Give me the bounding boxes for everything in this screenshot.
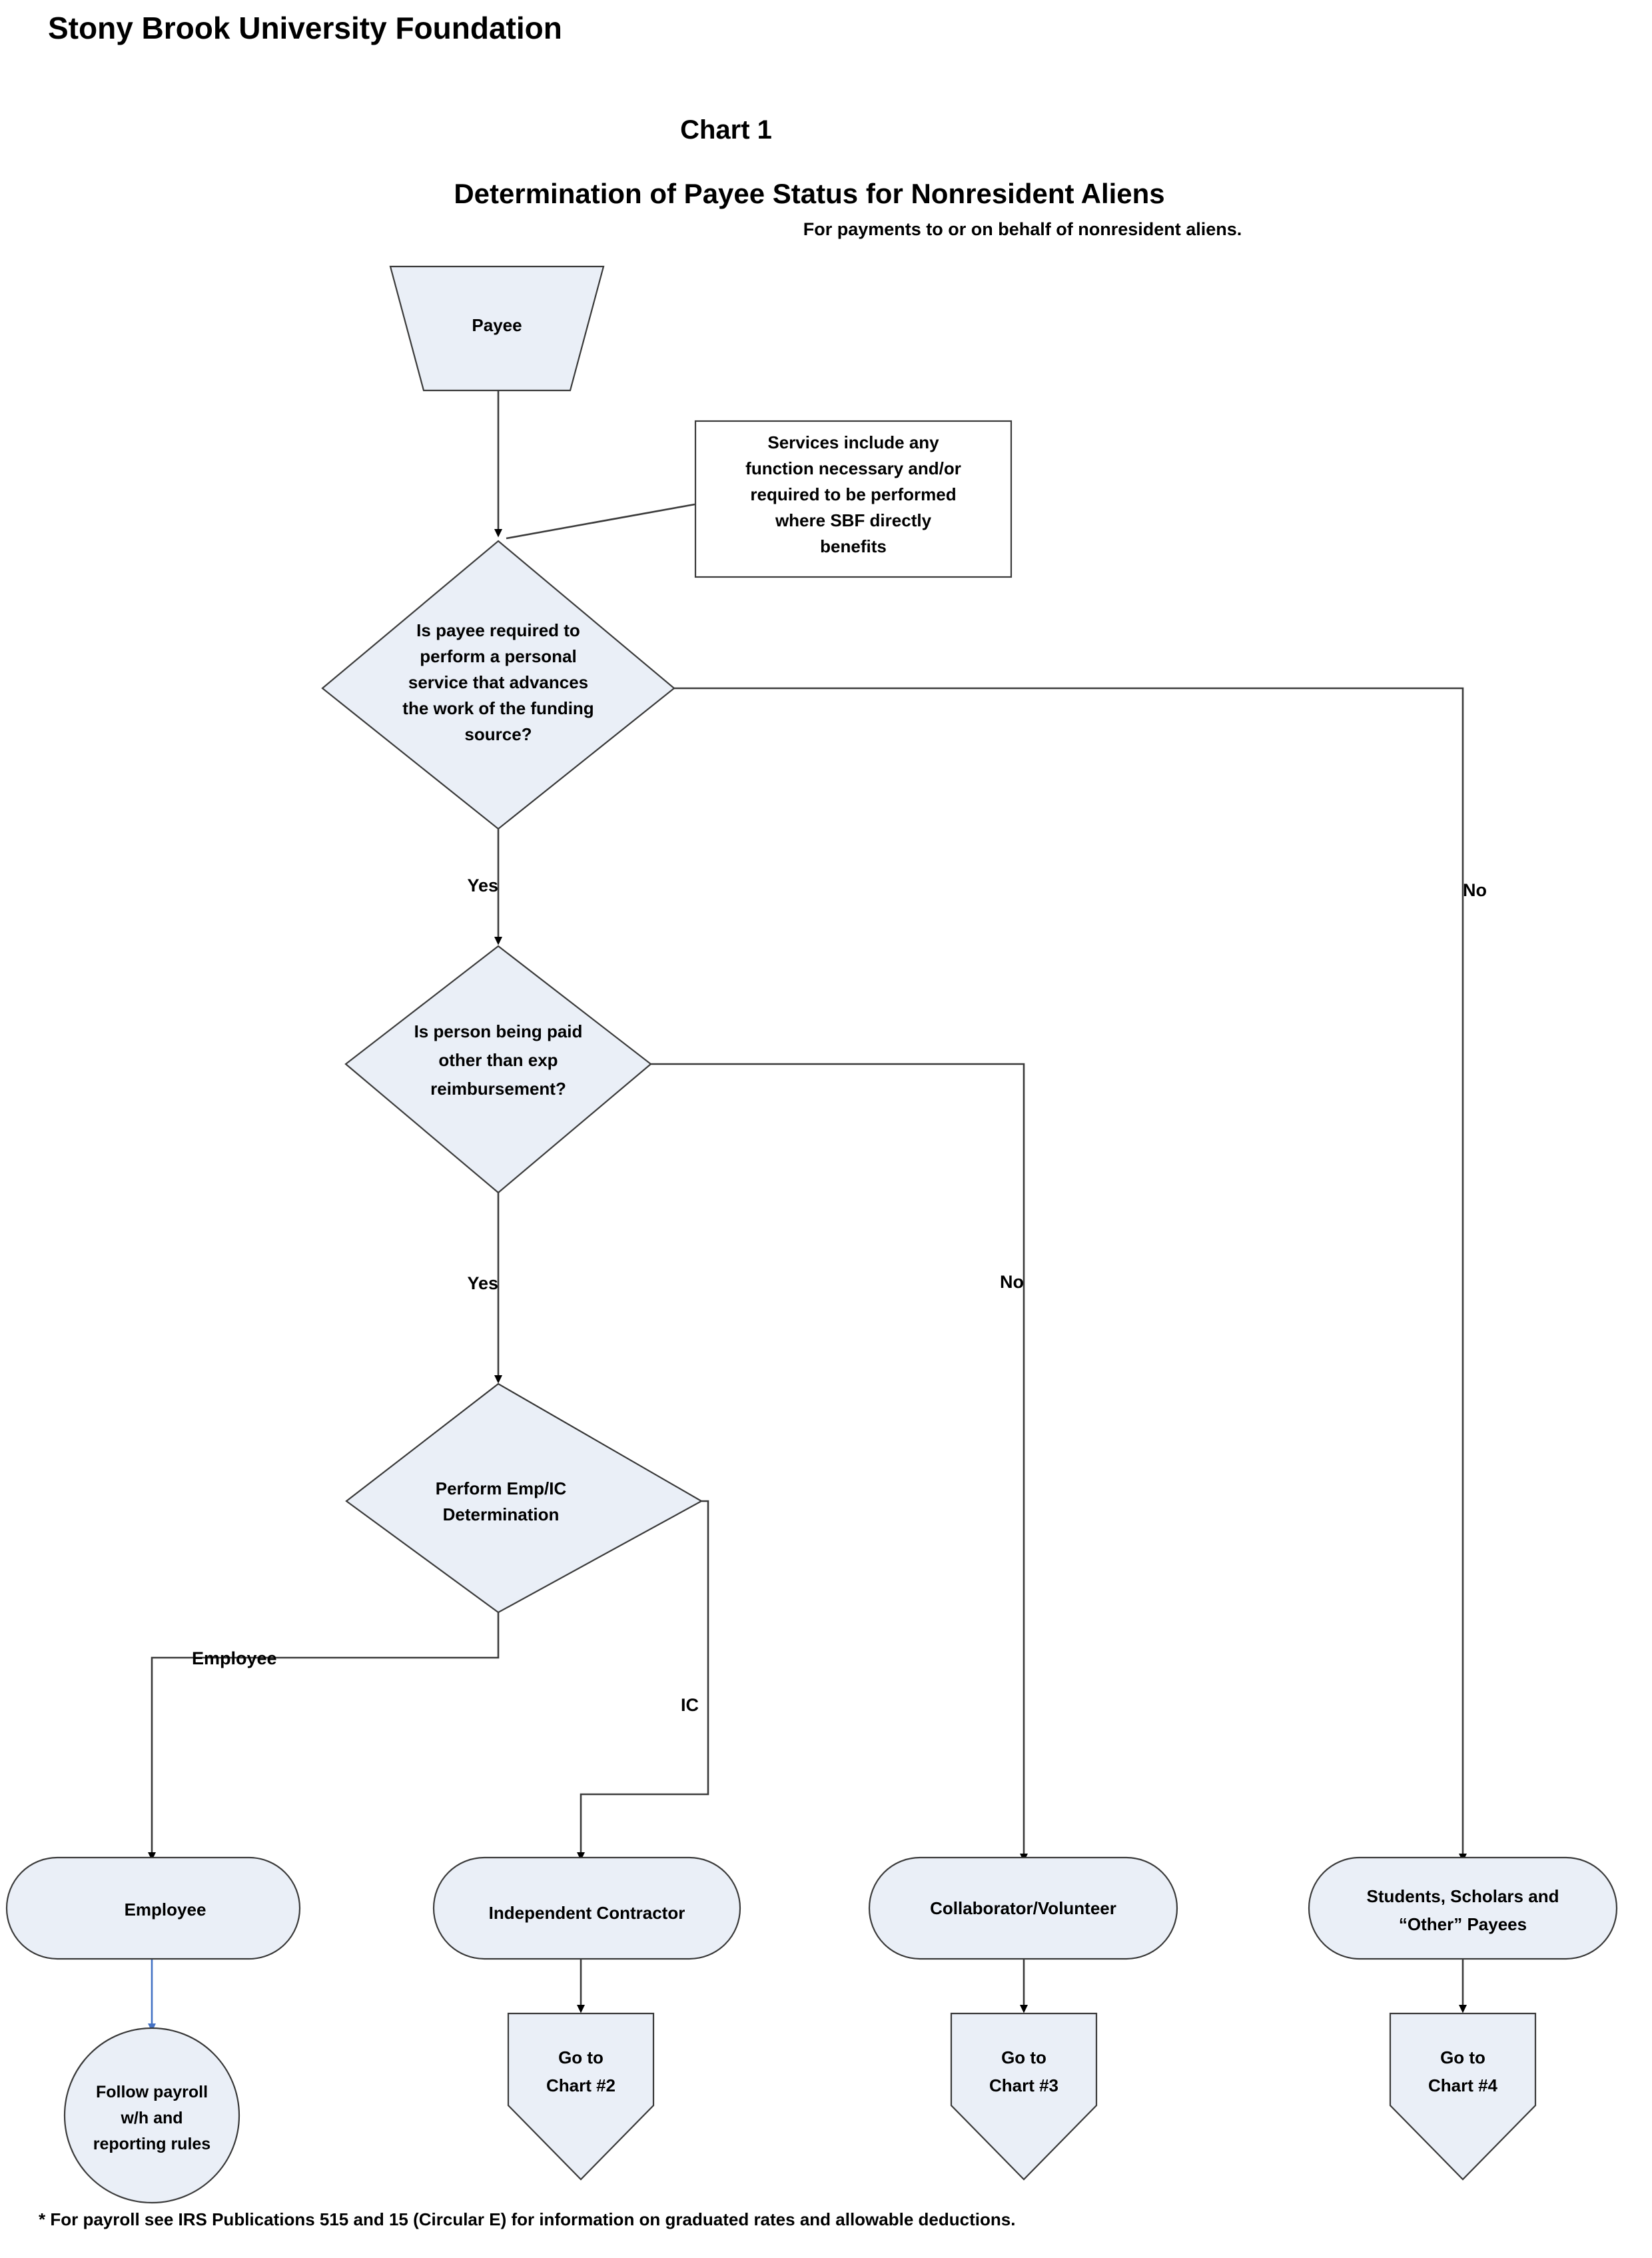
node-start-label: Payee (472, 315, 522, 335)
page-title: Stony Brook University Foundation (48, 11, 562, 45)
chart-title: Determination of Payee Status for Nonres… (454, 178, 1164, 209)
node-terminal-goto-chart-3[interactable]: Go to Chart #3 (950, 2012, 1098, 2181)
node-outcome-students-scholars[interactable]: Students, Scholars and “Other” Payees (1308, 1856, 1618, 1960)
payroll-line-2: w/h and (120, 2109, 183, 2127)
node-decision-personal-service[interactable]: Is payee required to perform a personal … (321, 540, 675, 830)
note-line-1: Services include any (767, 432, 939, 452)
note-line-5: benefits (820, 536, 887, 556)
decision3-line-2: Determination (443, 1504, 560, 1524)
outcome-collaborator-label: Collaborator/Volunteer (930, 1898, 1116, 1918)
goto3-line-2: Chart #3 (989, 2075, 1058, 2095)
goto4-line-1: Go to (1440, 2047, 1485, 2067)
payroll-line-3: reporting rules (93, 2135, 210, 2153)
connector-decision1-no (674, 687, 1467, 1862)
chart-number: Chart 1 (680, 115, 772, 145)
goto3-line-1: Go to (1001, 2047, 1046, 2067)
decision3-line-1: Perform Emp/IC (436, 1478, 567, 1498)
edge-label-decision3-ic: IC (681, 1695, 699, 1715)
decision1-line-1: Is payee required to (416, 620, 580, 640)
node-outcome-employee[interactable]: Employee (5, 1856, 301, 1960)
outcome-students-line-1: Students, Scholars and (1367, 1886, 1559, 1906)
edge-label-decision1-yes: Yes (467, 875, 498, 895)
node-outcome-independent-contractor[interactable]: Independent Contractor (432, 1856, 741, 1960)
connector-note-to-decision1 (506, 503, 695, 540)
decision2-line-3: reimbursement? (430, 1079, 566, 1099)
node-terminal-goto-chart-4[interactable]: Go to Chart #4 (1389, 2012, 1537, 2181)
outcome-ic-label: Independent Contractor (489, 1903, 685, 1923)
node-decision-emp-ic-determination[interactable]: Perform Emp/IC Determination (345, 1383, 703, 1614)
goto2-line-2: Chart #2 (546, 2075, 616, 2095)
decision1-line-4: the work of the funding (402, 698, 594, 718)
footnote: * For payroll see IRS Publications 515 a… (39, 2209, 1015, 2229)
node-terminal-goto-chart-2[interactable]: Go to Chart #2 (507, 2012, 655, 2181)
node-terminal-payroll-rules[interactable]: Follow payroll w/h and reporting rules (63, 2027, 240, 2204)
goto2-line-1: Go to (558, 2047, 604, 2067)
node-start-payee[interactable]: Payee (389, 265, 605, 392)
connector-decision3-ic (577, 1500, 709, 1861)
chart-subtitle: For payments to or on behalf of nonresid… (803, 219, 1242, 239)
note-line-2: function necessary and/or (745, 458, 961, 478)
node-note-services[interactable]: Services include any function necessary … (694, 420, 1013, 578)
edge-label-decision2-no: No (1000, 1272, 1024, 1292)
decision1-line-5: source? (464, 724, 532, 744)
note-line-4: where SBF directly (775, 510, 932, 530)
edge-label-decision1-no: No (1463, 880, 1487, 900)
payroll-line-1: Follow payroll (96, 2083, 208, 2101)
connector-decision2-no (651, 1063, 1028, 1862)
decision1-line-3: service that advances (408, 672, 588, 692)
decision2-line-2: other than exp (438, 1050, 558, 1070)
goto4-line-2: Chart #4 (1428, 2075, 1498, 2095)
node-decision-paid-other-than-reimbursement[interactable]: Is person being paid other than exp reim… (344, 945, 652, 1194)
outcome-employee-label: Employee (125, 1900, 206, 1920)
decision2-line-1: Is person being paid (414, 1021, 583, 1041)
edge-label-decision2-yes: Yes (467, 1273, 498, 1293)
outcome-students-line-2: “Other” Payees (1399, 1914, 1527, 1934)
decision1-line-2: perform a personal (420, 646, 577, 666)
edge-label-decision3-employee: Employee (192, 1648, 277, 1668)
node-outcome-collaborator-volunteer[interactable]: Collaborator/Volunteer (868, 1856, 1178, 1960)
note-line-3: required to be performed (750, 484, 956, 504)
